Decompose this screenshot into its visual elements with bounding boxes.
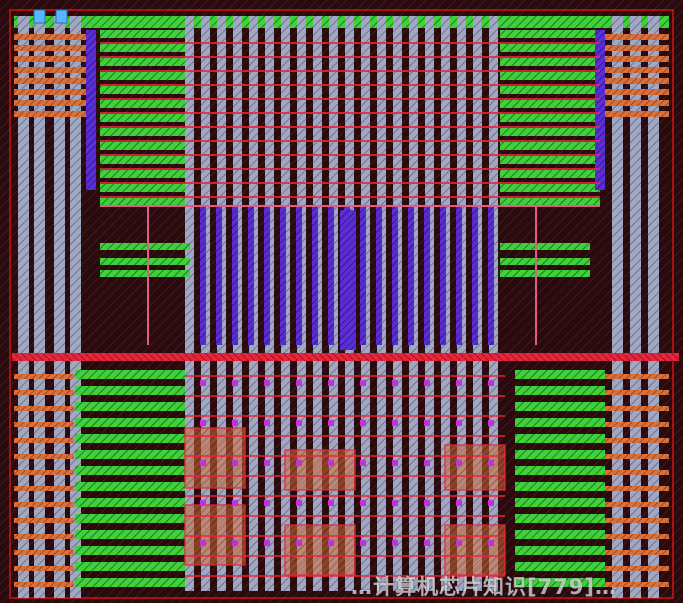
pin-marker-icon[interactable] <box>33 9 46 24</box>
pin-marker-icon[interactable] <box>55 9 68 24</box>
watermark: …计算机芯片知识[779]… <box>350 575 617 599</box>
